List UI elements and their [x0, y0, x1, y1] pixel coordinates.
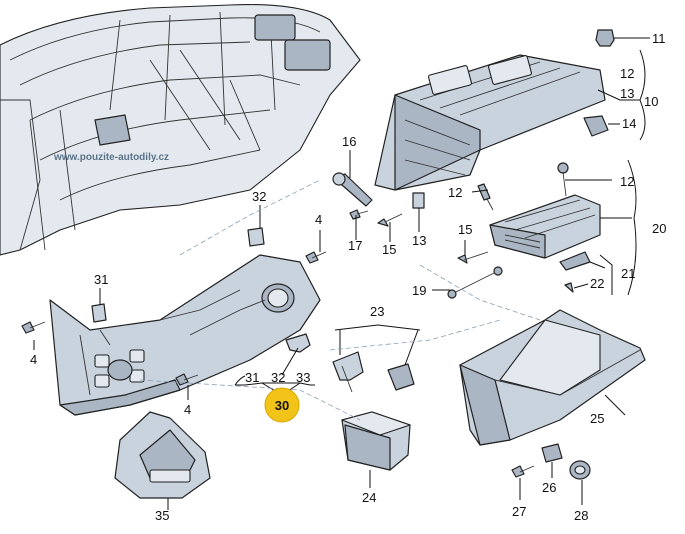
screw-part-4-lower [175, 373, 199, 386]
screw-part-12-middle [477, 183, 494, 211]
plug-part-21 [559, 251, 591, 271]
clip-part-31-upper [91, 303, 107, 323]
callout-30: 30 [275, 398, 289, 413]
callout-10: 10 [644, 94, 658, 109]
callout-12-right: 12 [620, 174, 634, 189]
callout-33: 33 [296, 370, 310, 385]
highlight-badge-30: 30 [264, 387, 300, 423]
callout-35: 35 [155, 508, 169, 523]
callout-21: 21 [621, 266, 635, 281]
callout-20: 20 [652, 221, 666, 236]
cable-part-19 [447, 266, 503, 299]
screw-part-4-left [21, 321, 46, 334]
callout-14: 14 [622, 116, 636, 131]
callout-31-upper: 31 [94, 272, 108, 287]
callout-25: 25 [590, 411, 604, 426]
screw-part-4-upper [305, 251, 327, 264]
clip-part-13-lower [412, 192, 425, 209]
callout-27: 27 [512, 504, 526, 519]
clip-part-32-upper [247, 227, 265, 247]
callout-26: 26 [542, 480, 556, 495]
screw-part-27 [511, 465, 535, 478]
rod-part-16 [332, 172, 373, 207]
bracket-part-14 [583, 115, 609, 137]
callout-12-middle: 12 [448, 185, 462, 200]
lock-part-28 [569, 460, 591, 480]
callout-22: 22 [590, 276, 604, 291]
callout-23: 23 [370, 304, 384, 319]
callout-15-upper: 15 [382, 242, 396, 257]
lower-trim-panel [49, 254, 321, 416]
callout-32-upper: 32 [252, 189, 266, 204]
callout-15-middle: 15 [458, 222, 472, 237]
callout-4-lower: 4 [184, 402, 191, 417]
callout-24: 24 [362, 490, 376, 505]
callout-4-upper: 4 [315, 212, 322, 227]
badge-circle [264, 387, 300, 423]
storage-box-middle [489, 194, 601, 259]
screw-part-15-upper [377, 213, 403, 227]
tray-part-24 [341, 411, 411, 471]
clip-part-23-right [387, 363, 415, 391]
dashboard-frame [0, 4, 361, 256]
callout-13-lower: 13 [412, 233, 426, 248]
screw-part-15-middle [457, 251, 489, 264]
latch-part-26 [541, 443, 563, 463]
storage-box-upper [374, 54, 606, 191]
callout-28: 28 [574, 508, 588, 523]
clip-part-11 [595, 29, 615, 47]
callout-labels: 11 12 13 10 14 16 12 32 4 17 15 13 12 20… [30, 31, 666, 523]
watermark-text: www.pouzite-autodily.cz [53, 152, 169, 163]
shell-part-35 [114, 411, 211, 499]
callout-13-top: 13 [620, 86, 634, 101]
callout-12-top: 12 [620, 66, 634, 81]
callout-11: 11 [652, 31, 666, 46]
leader-lines [33, 37, 650, 510]
clip-part-23-left [332, 351, 364, 393]
callout-31-lower: 31 [245, 370, 259, 385]
callout-17: 17 [348, 238, 362, 253]
glovebox-part-25 [459, 309, 646, 446]
screw-part-12-right [557, 162, 569, 197]
assembly-dashes [139, 179, 541, 421]
bracket-part-33 [285, 333, 311, 353]
screw-part-17 [349, 209, 369, 220]
screw-part-22 [564, 282, 574, 293]
callout-19: 19 [412, 283, 426, 298]
callout-16: 16 [342, 134, 356, 149]
callout-4-left: 4 [30, 352, 37, 367]
callout-32-lower: 32 [271, 370, 285, 385]
